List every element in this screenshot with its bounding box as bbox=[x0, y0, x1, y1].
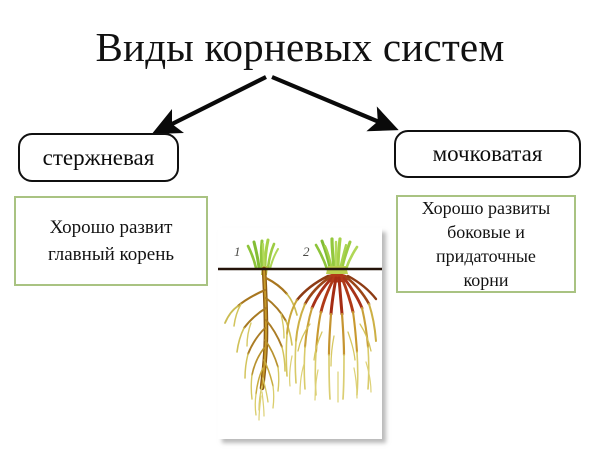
category-box-taproot[interactable]: стержневая bbox=[18, 133, 179, 182]
page-title: Виды корневых систем bbox=[95, 24, 505, 70]
plant-number-2: 2 bbox=[303, 244, 310, 259]
fibrous-roots bbox=[285, 274, 378, 403]
lateral-roots-right bbox=[261, 276, 298, 417]
lateral-roots-left bbox=[224, 288, 267, 421]
description-text-fibrous: Хорошо развиты боковые и придаточные кор… bbox=[422, 196, 550, 292]
description-line: боковые и bbox=[447, 222, 525, 242]
description-line: придаточные bbox=[436, 246, 536, 266]
category-box-fibrous[interactable]: мочковатая bbox=[394, 130, 581, 178]
description-box-fibrous: Хорошо развиты боковые и придаточные кор… bbox=[396, 195, 576, 293]
root-systems-drawing: 1 2 bbox=[218, 228, 382, 439]
arrow-to-taproot bbox=[151, 75, 267, 135]
description-line: корни bbox=[463, 270, 509, 290]
plant-number-1: 1 bbox=[234, 244, 241, 259]
category-label-taproot: стержневая bbox=[42, 144, 155, 170]
category-label-fibrous: мочковатая bbox=[432, 141, 543, 166]
shoot-leaves-taproot bbox=[246, 238, 279, 271]
description-text-taproot: Хорошо развит главный корень bbox=[48, 214, 174, 268]
plant-taproot bbox=[224, 238, 298, 421]
description-box-taproot: Хорошо развит главный корень bbox=[14, 196, 208, 286]
description-line: Хорошо развит bbox=[49, 217, 173, 238]
root-systems-image: 1 2 bbox=[218, 228, 382, 439]
description-line: Хорошо развиты bbox=[421, 198, 551, 218]
arrow-to-fibrous bbox=[271, 75, 399, 132]
description-line: главный корень bbox=[47, 244, 175, 265]
